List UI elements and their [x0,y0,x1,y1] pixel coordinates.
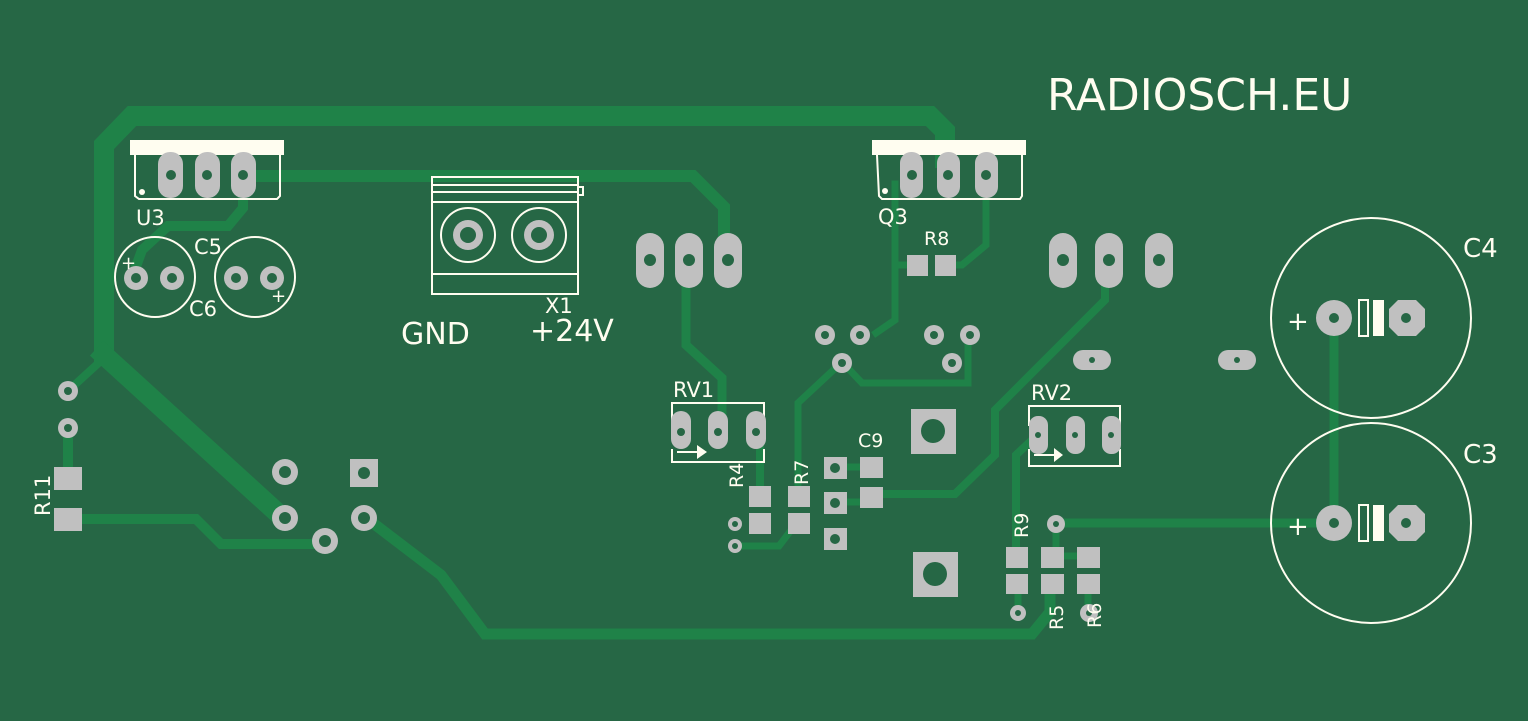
trace-rv2-r9 [1012,434,1038,559]
r8-label: R8 [924,228,949,250]
c5-label: C5 [194,235,222,259]
component-rv1[interactable]: RV1 [671,378,766,463]
trace-ground-diagonal [89,340,297,532]
c4-label: C4 [1463,234,1498,264]
component-c5[interactable]: + C5 [194,235,296,318]
component-r9[interactable]: R9 [1006,513,1033,621]
component-u3[interactable]: U3 [130,140,284,230]
trace-via-loop [840,331,972,387]
r7-label: R7 [791,460,813,485]
component-c3[interactable]: + C3 [1270,422,1498,624]
component-c6[interactable]: + C6 [114,236,217,321]
component-bridge-pins[interactable] [272,459,378,554]
v24-label: +24V [530,314,614,349]
r11-label: R11 [31,475,55,516]
u3-label: U3 [136,206,165,230]
component-r7[interactable]: R7 [788,460,813,534]
gnd-label: GND [401,317,470,352]
trace-r11-bottom [65,514,327,549]
component-r8[interactable]: R8 [907,228,956,276]
trace-c9-rv2 [868,266,1109,498]
c4-plus-mark: + [1287,307,1309,337]
mounting-pads [911,350,1256,597]
trace-via-r7 [794,357,847,496]
x1-label: X1 [545,294,573,318]
c9-label: C9 [858,430,883,452]
trace-u3-c6 [126,192,248,282]
r4-label: R4 [726,463,748,488]
q3-label: Q3 [878,205,908,229]
trace-pot-rv1 [681,265,727,430]
r9-label: R9 [1011,513,1033,538]
component-r4[interactable]: R4 [726,463,771,553]
c6-plus-mark: + [121,253,136,274]
r5-label: R5 [1046,605,1068,630]
component-r6[interactable]: R6 [1077,547,1106,628]
c3-label: C3 [1463,440,1498,470]
c3-plus-mark: + [1287,512,1309,542]
trace-q3-down [871,261,899,338]
component-r11[interactable]: R11 [31,381,82,531]
rv1-label: RV1 [673,378,714,402]
copper-traces [62,106,1339,640]
trace-bottom [357,509,1056,640]
component-small-transistors[interactable] [815,325,980,373]
component-rv2[interactable]: RV2 [1028,381,1121,467]
component-c9[interactable]: C9 [824,430,883,550]
component-to220-right[interactable] [1049,233,1173,288]
trace-power-loop [94,106,955,365]
component-r5[interactable]: R5 [1041,515,1068,630]
c6-label: C6 [189,297,217,321]
component-c4[interactable]: + C4 [1270,217,1498,419]
component-q3[interactable]: Q3 [872,140,1026,229]
c5-plus-mark: + [271,286,286,307]
board-title: RADIOSCH.EU [1047,70,1352,121]
component-x1-terminal[interactable]: X1 [431,176,584,318]
r6-label: R6 [1084,603,1106,628]
component-to220-left[interactable] [636,233,742,288]
rv2-label: RV2 [1031,381,1072,405]
